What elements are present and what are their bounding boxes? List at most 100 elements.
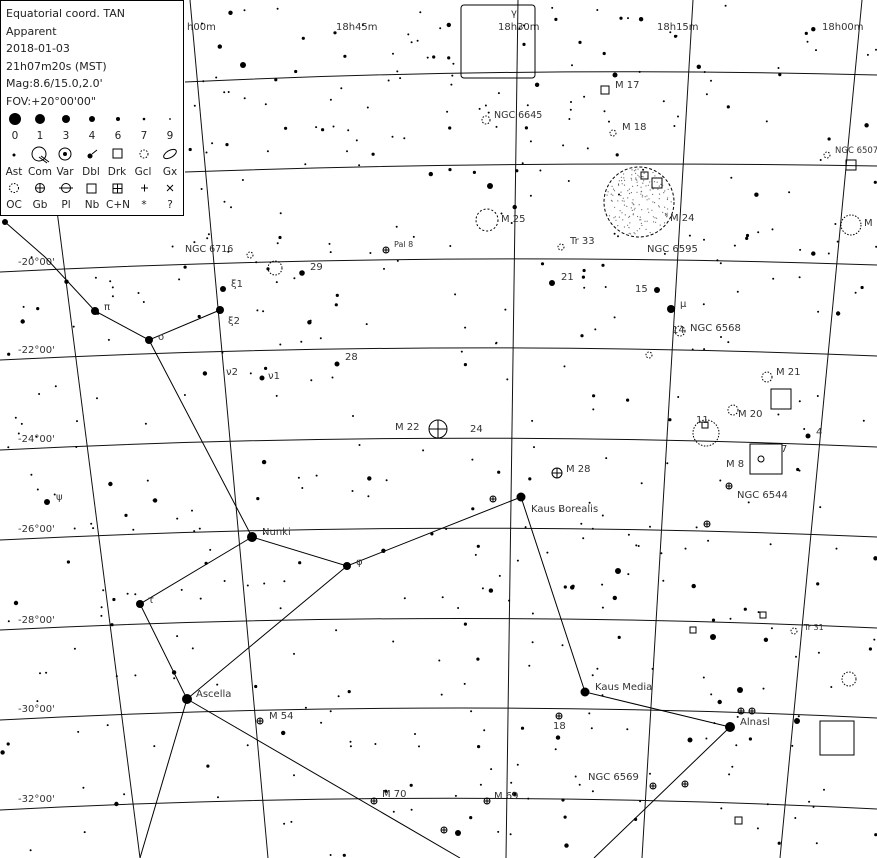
- faint-star: [275, 281, 278, 284]
- faint-star: [522, 42, 526, 47]
- mag-1-dot: [35, 114, 45, 124]
- cloud-star: [639, 228, 641, 230]
- faint-star: [83, 831, 86, 834]
- star: [612, 72, 618, 78]
- label-nunki: Nunki: [262, 527, 291, 538]
- cloud-star: [631, 174, 633, 176]
- faint-star: [464, 326, 467, 329]
- faint-star: [580, 334, 584, 338]
- dec-line-20: [0, 258, 877, 273]
- faint-star: [835, 311, 841, 316]
- faint-star: [384, 789, 388, 793]
- faint-star: [243, 9, 246, 12]
- faint-star: [601, 263, 605, 267]
- faint-star: [54, 385, 57, 388]
- faint-star: [304, 163, 307, 166]
- faint-star: [873, 638, 876, 641]
- cloud-star: [657, 188, 659, 190]
- position-type: Apparent: [6, 24, 57, 38]
- star-21: [549, 280, 555, 286]
- faint-star: [20, 319, 25, 324]
- cloud-star: [642, 194, 644, 196]
- faint-star: [662, 100, 665, 103]
- star-phi: [343, 562, 351, 570]
- star: [240, 62, 246, 68]
- faint-star: [578, 783, 581, 786]
- faint-star: [76, 420, 78, 423]
- cloud-star: [632, 214, 634, 216]
- faint-star: [601, 583, 604, 586]
- faint-star: [521, 162, 524, 165]
- faint-star: [504, 308, 507, 311]
- cloud-star: [646, 195, 648, 197]
- cloud-star: [639, 216, 641, 218]
- label-ascella: Ascella: [196, 689, 231, 700]
- faint-star: [279, 212, 282, 215]
- faint-star: [454, 794, 457, 797]
- cloud-star: [631, 209, 633, 211]
- faint-star: [90, 522, 93, 525]
- faint-star: [176, 635, 179, 638]
- faint-star: [171, 245, 174, 248]
- faint-star: [392, 52, 394, 55]
- faint-star: [64, 279, 69, 284]
- label-14: 14: [672, 325, 685, 336]
- faint-star: [36, 700, 39, 703]
- type-label: ?: [167, 199, 173, 211]
- faint-star: [563, 365, 566, 368]
- faint-star: [92, 527, 95, 530]
- faint-star: [283, 580, 286, 583]
- object-type-labels-2: OC Gb Pl Nb C+N * ?: [1, 199, 185, 211]
- faint-star: [799, 248, 802, 251]
- faint-star: [199, 597, 202, 600]
- faint-star: [561, 644, 564, 647]
- faint-star: [481, 587, 484, 590]
- cluster-symbol: [823, 151, 831, 159]
- cloud-star: [654, 175, 656, 177]
- faint-star: [673, 34, 678, 38]
- faint-star: [854, 291, 857, 294]
- type-label: Ast: [5, 166, 23, 178]
- chart-legend: Equatorial coord. TAN Apparent 2018-01-0…: [0, 0, 184, 216]
- faint-star: [274, 78, 278, 82]
- cloud-star: [645, 185, 647, 187]
- faint-star: [627, 533, 630, 536]
- faint-star: [834, 223, 837, 225]
- globular-cluster-symbol-icon: [35, 183, 45, 193]
- faint-star: [132, 528, 135, 531]
- faint-star: [276, 7, 279, 10]
- faint-star: [479, 783, 482, 786]
- cloud-star: [611, 200, 613, 202]
- type-label: Var: [56, 166, 74, 178]
- faint-star: [663, 252, 666, 255]
- label-pal8: Pal 8: [394, 240, 413, 249]
- star-29: [299, 270, 305, 276]
- faint-star: [171, 670, 177, 675]
- m24-star-cloud-dots: [606, 168, 672, 235]
- bright-stars: [2, 62, 811, 836]
- faint-star: [677, 115, 679, 118]
- faint-star: [816, 582, 820, 586]
- faint-star: [638, 17, 644, 22]
- faint-star: [580, 522, 583, 525]
- faint-star: [788, 191, 791, 194]
- star-corner: [2, 219, 8, 225]
- cloud-star: [635, 172, 637, 174]
- faint-star: [642, 168, 645, 171]
- cloud-star: [620, 194, 622, 197]
- faint-star: [7, 352, 11, 356]
- star: [487, 183, 493, 189]
- faint-star: [639, 800, 642, 803]
- star: [615, 568, 621, 574]
- faint-star: [123, 793, 126, 796]
- faint-star: [180, 588, 183, 591]
- tr31-symbol: [790, 627, 798, 635]
- cloud-star: [649, 232, 651, 234]
- faint-star: [109, 280, 112, 283]
- open-cluster-icon: [9, 183, 19, 193]
- faint-star: [399, 77, 402, 80]
- faint-star: [463, 682, 466, 685]
- faint-star: [106, 724, 109, 727]
- star-28: [334, 361, 340, 367]
